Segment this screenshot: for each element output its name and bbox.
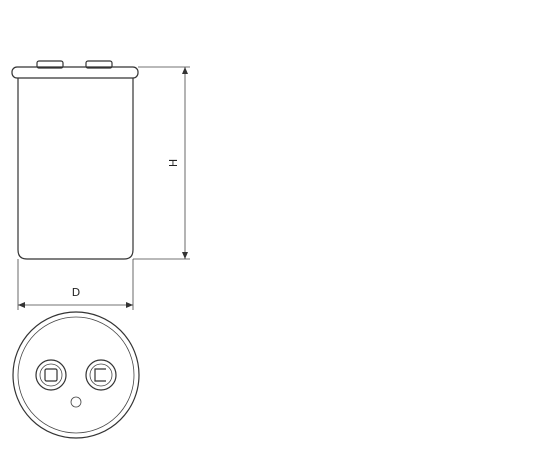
height-dimension: H (133, 66, 190, 260)
diameter-dimension: D (17, 259, 134, 310)
top-rim (11, 66, 139, 79)
can-body (17, 78, 134, 260)
top-view (12, 311, 140, 439)
top-terminal-left (36, 60, 64, 69)
height-arrow-top (182, 67, 188, 74)
height-arrow-bottom (182, 252, 188, 259)
diameter-arrow-left (18, 302, 25, 308)
diameter-label: D (72, 286, 80, 299)
terminal-right-top (85, 359, 117, 391)
diameter-arrow-right (126, 302, 133, 308)
top-view-outer-rim (12, 311, 140, 439)
vent-hole (70, 396, 82, 408)
height-label: H (167, 159, 180, 167)
top-view-inner-rim (17, 316, 135, 434)
side-view (11, 60, 139, 260)
terminal-left-top (35, 359, 67, 391)
top-terminal-right (85, 60, 113, 69)
